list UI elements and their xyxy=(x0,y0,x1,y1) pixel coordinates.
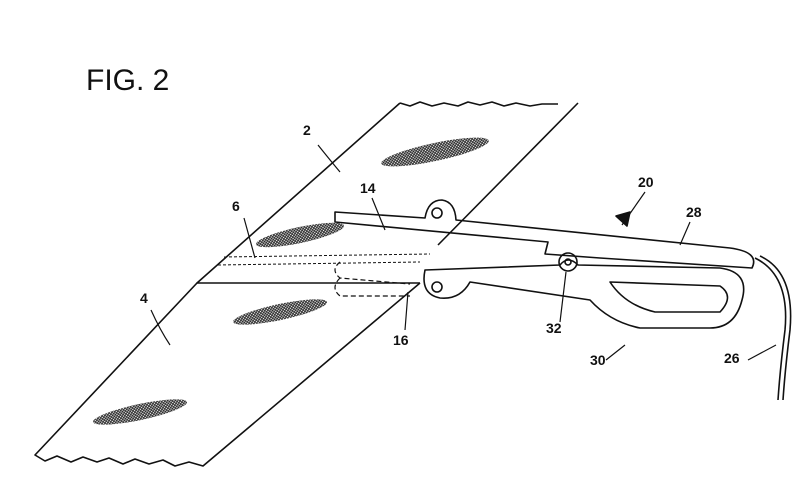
hatched-marks xyxy=(91,132,490,430)
label-upper-jaw: 14 xyxy=(360,180,376,196)
cable xyxy=(755,256,791,400)
label-pivot: 32 xyxy=(546,320,562,336)
lower-arm xyxy=(424,260,744,328)
label-lower-handle: 30 xyxy=(590,352,606,368)
label-lower-jaw: 16 xyxy=(393,332,409,348)
label-overlap: 6 xyxy=(232,198,240,214)
lower-sheet xyxy=(35,283,420,466)
label-upper-sheet: 2 xyxy=(303,122,311,138)
label-upper-handle: 28 xyxy=(686,204,702,220)
label-lower-sheet: 4 xyxy=(140,290,148,306)
label-cable: 26 xyxy=(724,350,740,366)
overlap-region xyxy=(218,254,430,265)
label-device: 20 xyxy=(638,174,654,190)
